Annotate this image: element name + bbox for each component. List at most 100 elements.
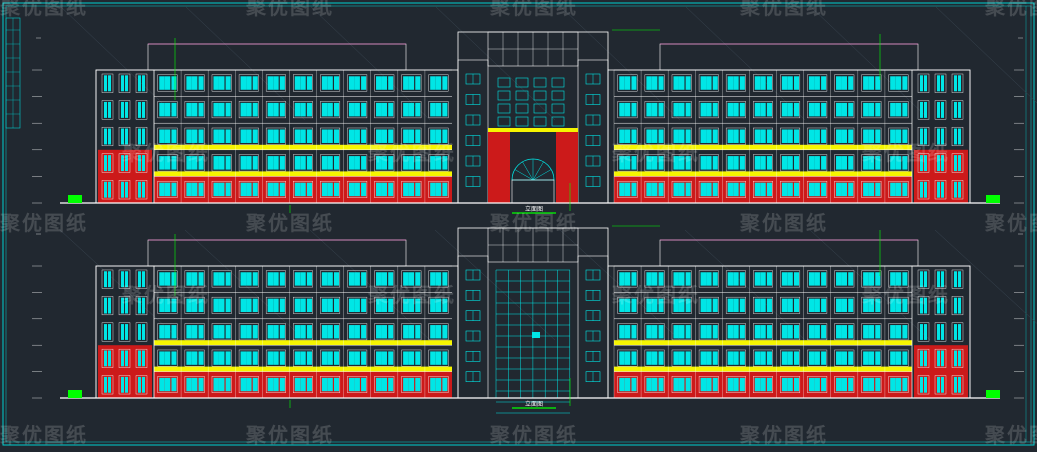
window-pane xyxy=(381,76,388,90)
window-pane xyxy=(712,102,718,117)
window-frame xyxy=(671,270,692,288)
window-pane xyxy=(267,298,274,313)
window-pane xyxy=(408,298,415,313)
window-pane xyxy=(624,351,631,365)
window-frame xyxy=(725,349,746,367)
window-pane xyxy=(348,272,355,286)
tower-window-pane xyxy=(941,324,944,340)
tower-window-pane xyxy=(958,376,961,393)
window-pane xyxy=(814,377,820,392)
window-pane xyxy=(700,129,707,143)
tower-window-pane xyxy=(108,75,111,92)
window-frame xyxy=(238,296,259,314)
window-pane xyxy=(218,102,225,117)
window-pane xyxy=(279,272,285,286)
window-pane xyxy=(348,298,355,313)
window-frame xyxy=(157,349,178,367)
window-pane xyxy=(213,156,219,170)
window-pane xyxy=(225,325,231,339)
window-pane xyxy=(361,272,367,286)
window-pane xyxy=(333,298,340,313)
window-pane xyxy=(868,182,875,197)
window-pane xyxy=(327,298,333,313)
window-pane xyxy=(868,102,875,117)
tower-window xyxy=(135,269,148,289)
window-pane xyxy=(890,102,896,117)
tower-window xyxy=(951,348,964,368)
window-pane xyxy=(306,182,312,197)
yellow-band xyxy=(154,144,452,150)
window-pane xyxy=(213,182,219,197)
window-pane xyxy=(213,76,219,90)
window-pane xyxy=(273,325,279,339)
window-pane xyxy=(348,325,355,339)
window-frame xyxy=(265,349,286,367)
window-pane xyxy=(327,182,333,197)
window-pane xyxy=(760,377,766,392)
tower-window xyxy=(934,348,947,368)
window-pane xyxy=(381,272,388,286)
tower-window-pane xyxy=(958,101,961,118)
elevation-title: 立面图 xyxy=(525,205,543,213)
window-pane xyxy=(435,156,442,170)
window-pane xyxy=(403,298,409,313)
window-frame xyxy=(861,323,882,341)
window-pane xyxy=(619,272,625,286)
yellow-band xyxy=(614,340,912,346)
window-pane xyxy=(727,76,734,90)
window-frame xyxy=(238,323,259,341)
window-pane xyxy=(240,76,247,90)
window-pane xyxy=(300,377,306,392)
window-frame xyxy=(374,296,395,314)
window-frame xyxy=(320,101,341,119)
elevation-top: 立面图 xyxy=(32,29,1024,214)
window-pane xyxy=(868,325,875,339)
window-pane xyxy=(333,102,340,117)
window-frame xyxy=(861,349,882,367)
window-pane xyxy=(159,377,165,392)
window-pane xyxy=(415,351,421,365)
construction-line xyxy=(684,229,806,341)
window-pane xyxy=(321,129,328,143)
window-pane xyxy=(381,129,388,143)
window-pane xyxy=(766,129,772,143)
window-pane xyxy=(198,377,204,392)
tower-window xyxy=(135,375,148,395)
tower-window-pane xyxy=(121,75,124,92)
window-pane xyxy=(381,102,388,117)
window-frame xyxy=(184,270,205,288)
window-frame xyxy=(347,74,368,92)
window-pane xyxy=(333,377,340,392)
watermark-text: 聚优图纸 xyxy=(489,211,578,235)
window-pane xyxy=(306,351,312,365)
window-pane xyxy=(267,182,274,197)
window-pane xyxy=(875,351,881,365)
window-pane xyxy=(678,156,685,170)
window-frame xyxy=(671,154,692,172)
tower-window-pane xyxy=(121,297,124,314)
window-pane xyxy=(727,182,734,197)
window-pane xyxy=(754,76,761,90)
window-pane xyxy=(164,325,171,339)
window-pane xyxy=(442,76,448,90)
window-pane xyxy=(246,325,252,339)
central-window xyxy=(497,103,511,114)
window-pane xyxy=(836,377,842,392)
tower-window-pane xyxy=(941,128,944,145)
window-frame xyxy=(157,180,178,198)
window-pane xyxy=(841,102,848,117)
window-frame xyxy=(617,349,638,367)
tower-window-pane xyxy=(941,155,944,172)
window-pane xyxy=(294,325,301,339)
window-pane xyxy=(442,325,448,339)
window-pane xyxy=(895,182,902,197)
window-frame xyxy=(671,323,692,341)
window-frame xyxy=(753,180,773,198)
window-pane xyxy=(186,156,192,170)
window-pane xyxy=(435,272,442,286)
window-pane xyxy=(306,76,312,90)
watermark-text: 聚优图纸 xyxy=(739,211,828,235)
window-frame xyxy=(671,101,692,119)
window-pane xyxy=(171,351,177,365)
